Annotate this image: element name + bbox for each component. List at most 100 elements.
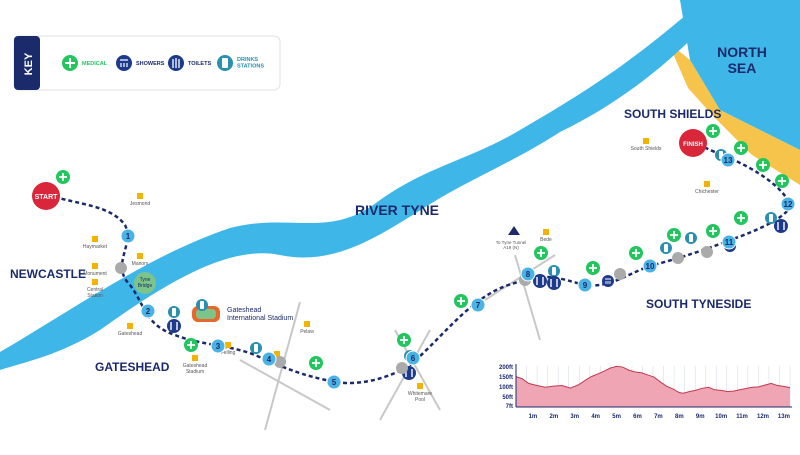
mile-marker-5: 5 bbox=[326, 374, 342, 390]
x-tick-label: 9m bbox=[696, 414, 705, 420]
road-crossing bbox=[274, 356, 286, 368]
station-label: South Shields bbox=[631, 146, 662, 152]
mile-marker-4: 4 bbox=[261, 351, 277, 367]
beach bbox=[668, 42, 800, 185]
station-label: Chichester bbox=[695, 189, 719, 195]
key-showers-label: SHOWERS bbox=[136, 61, 165, 67]
x-tick-label: 12m bbox=[757, 414, 769, 420]
metro-icon bbox=[92, 263, 98, 269]
area-newcastle: NEWCASTLE bbox=[10, 267, 86, 281]
elevation-line bbox=[515, 365, 791, 394]
mile-marker-7: 7 bbox=[470, 297, 486, 313]
start-marker: START bbox=[32, 182, 60, 210]
metro-icon bbox=[543, 229, 549, 235]
metro-icon bbox=[192, 355, 198, 361]
mile-marker-1: 1 bbox=[120, 228, 136, 244]
drinks-station-icon bbox=[685, 232, 697, 244]
river-tyne bbox=[0, 0, 728, 370]
medical-plus-icon bbox=[586, 261, 600, 275]
station-chichester: Chichester bbox=[695, 181, 719, 195]
station-felling: Felling bbox=[221, 342, 236, 356]
drinks-station-icon bbox=[548, 265, 560, 277]
mile-number: 13 bbox=[724, 156, 733, 165]
mile-marker-12: 12 bbox=[780, 196, 796, 212]
x-tick-label: 13m bbox=[778, 414, 790, 420]
mile-marker-9: 9 bbox=[577, 277, 593, 293]
mile-number: 3 bbox=[216, 342, 221, 351]
key-title: KEY bbox=[23, 52, 35, 75]
y-tick-label: 50ft bbox=[502, 395, 513, 401]
y-tick-label: 7ft bbox=[506, 404, 513, 410]
station-label: Haymarket bbox=[83, 244, 108, 250]
x-tick-label: 4m bbox=[591, 414, 600, 420]
road-crossing bbox=[614, 268, 626, 280]
key-medical-label: MEDICAL bbox=[82, 61, 108, 67]
drinks-station-icon bbox=[660, 242, 672, 254]
area-gateshead: GATESHEAD bbox=[95, 360, 170, 374]
mile-marker-10: 10 bbox=[642, 258, 658, 274]
medical-plus-icon bbox=[56, 170, 70, 184]
facilities bbox=[56, 124, 789, 380]
mile-marker-3: 3 bbox=[210, 338, 226, 354]
mile-number: 10 bbox=[646, 262, 655, 271]
station-label: Pelaw bbox=[300, 329, 314, 335]
metro-icon bbox=[643, 138, 649, 144]
mile-number: 2 bbox=[146, 307, 151, 316]
metro-icon bbox=[92, 279, 98, 285]
mile-marker-8: 8 bbox=[520, 266, 536, 282]
road-crossing bbox=[396, 362, 408, 374]
station-gateshead-metro: Gateshead bbox=[118, 323, 143, 337]
medical-plus-icon bbox=[184, 338, 198, 352]
medical-plus-icon bbox=[397, 333, 411, 347]
medical-plus-icon bbox=[734, 141, 748, 155]
mile-number: 11 bbox=[725, 238, 734, 247]
x-tick-label: 11m bbox=[736, 414, 748, 420]
key-medical: MEDICAL bbox=[62, 55, 108, 71]
key-toilets: TOILETS bbox=[168, 55, 211, 71]
mile-number: 4 bbox=[267, 355, 272, 364]
station-label: Felling bbox=[221, 350, 236, 356]
station-bede: Bede bbox=[540, 229, 552, 243]
mile-number: 9 bbox=[583, 281, 588, 290]
mile-number: 7 bbox=[476, 301, 481, 310]
station-manors: Manors bbox=[132, 253, 149, 267]
mile-number: 1 bbox=[126, 232, 131, 241]
toilet-icon bbox=[167, 319, 181, 333]
station-pelaw: Pelaw bbox=[300, 321, 314, 335]
mile-number: 12 bbox=[784, 200, 793, 209]
x-tick-label: 10m bbox=[715, 414, 727, 420]
metro-icon bbox=[92, 236, 98, 242]
station-label: Manors bbox=[132, 261, 149, 267]
station-label: Gateshead bbox=[118, 331, 143, 337]
shower-icon bbox=[602, 275, 614, 287]
medical-plus-icon bbox=[534, 246, 548, 260]
medical-plus-icon bbox=[667, 228, 681, 242]
x-tick-label: 3m bbox=[570, 414, 579, 420]
toilet-icon bbox=[547, 276, 561, 290]
key-toilets-label: TOILETS bbox=[188, 61, 211, 67]
x-tick-label: 6m bbox=[633, 414, 642, 420]
race-route bbox=[47, 138, 792, 385]
key-showers: SHOWERS bbox=[116, 55, 165, 71]
medical-plus-icon bbox=[706, 224, 720, 238]
metro-icon bbox=[274, 351, 280, 357]
station-monument: Monument bbox=[83, 263, 107, 277]
road-crossing bbox=[672, 252, 684, 264]
finish-marker: FINISH bbox=[679, 129, 707, 157]
medical-plus-icon bbox=[309, 356, 323, 370]
station-label: Monument bbox=[83, 271, 107, 277]
medical-plus-icon bbox=[756, 158, 770, 172]
river-label: RIVER TYNE bbox=[355, 202, 439, 218]
medical-plus-icon bbox=[629, 246, 643, 260]
finish-label: FINISH bbox=[683, 142, 703, 148]
elevation-area bbox=[516, 366, 790, 407]
station-south-shields-metro: South Shields bbox=[631, 138, 662, 152]
